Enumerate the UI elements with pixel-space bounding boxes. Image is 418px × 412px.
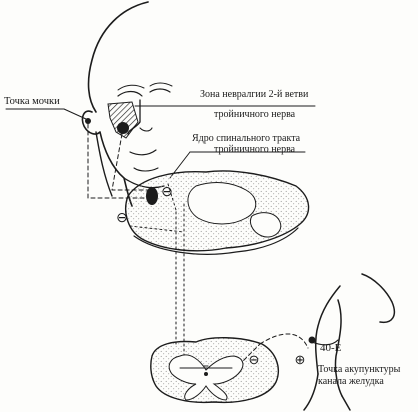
spinal-cord-section (151, 338, 279, 403)
acupoint-dot (309, 337, 316, 344)
label-zone-line1: Зона невралгии 2-й ветви (200, 89, 309, 100)
label-acu-line1: Точка акупунктуры (318, 364, 401, 375)
brainstem-section (126, 171, 309, 254)
label-point-mochki: Точка мочки (4, 96, 60, 107)
leg-drawing (304, 274, 394, 410)
minus-sign-3: ⊖ (249, 352, 260, 367)
label-point-code: 40-E (320, 342, 342, 354)
plus-sign: ⊕ (295, 352, 306, 367)
label-nucleus-line1: Ядро спинального тракта (192, 133, 301, 144)
label-acu-line2: канала желудка (318, 376, 384, 387)
minus-sign-2: ⊖ (116, 211, 128, 226)
minus-sign-1: ⊖ (161, 185, 173, 200)
label-nucleus-line2: тройничного нерва (214, 144, 296, 155)
label-zone-line2: тройничного нерва (214, 109, 296, 120)
